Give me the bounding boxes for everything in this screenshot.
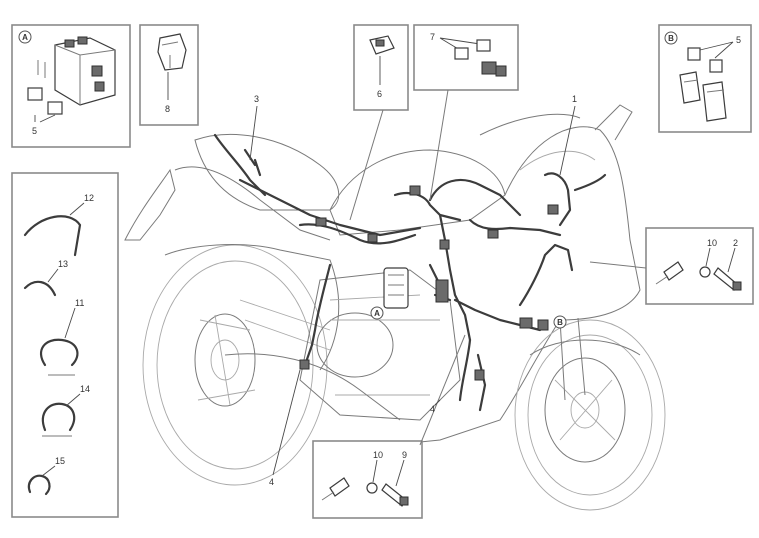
cable-clip-12 xyxy=(23,215,82,257)
front-wheel-outer xyxy=(514,319,666,511)
engine-cover xyxy=(316,312,394,378)
inset-b-badge: B xyxy=(668,34,674,43)
inset-cable-ties: 12 13 11 14 15 xyxy=(11,172,119,518)
callout-15: 15 xyxy=(55,456,65,466)
rear-hub xyxy=(194,313,256,407)
callout-12: 12 xyxy=(84,193,94,203)
callout-1: 1 xyxy=(572,94,577,104)
callout-14: 14 xyxy=(80,384,90,394)
inset-bolt-lower: 10 9 xyxy=(312,440,423,519)
callout-6: 6 xyxy=(377,89,382,99)
front-fairing xyxy=(504,126,641,321)
exhaust xyxy=(224,353,401,421)
inset-part-8: 8 xyxy=(139,24,199,126)
inset-fuse-box: A 5 xyxy=(11,24,131,148)
callout-2: 2 xyxy=(733,238,738,248)
callout-11: 11 xyxy=(75,298,84,308)
tail-light xyxy=(124,168,176,241)
front-fork xyxy=(559,317,586,401)
inset-part-6: 6 xyxy=(353,24,409,111)
zone-marker-b-label: B xyxy=(557,318,563,327)
leader-lines xyxy=(249,89,647,476)
washer-10-lower xyxy=(366,482,378,494)
rear-harness-branch xyxy=(213,133,267,197)
fuse-spare xyxy=(27,87,43,101)
cable-clip-14 xyxy=(41,402,76,432)
zone-marker-a xyxy=(370,306,384,320)
zone-marker-b xyxy=(553,315,567,329)
main-wiring-harness xyxy=(213,133,607,412)
callout-4-right: 4 xyxy=(430,404,435,414)
callout-5-left: 5 xyxy=(32,126,37,136)
washer-10-upper xyxy=(699,266,711,278)
front-fender xyxy=(529,339,641,356)
callout-10-upper: 10 xyxy=(707,238,717,248)
callout-7: 7 xyxy=(430,32,435,42)
callout-4-bottom: 4 xyxy=(269,477,274,487)
relay-8 xyxy=(157,33,187,71)
callout-13: 13 xyxy=(58,259,68,269)
inset-a-badge: A xyxy=(22,33,28,42)
callout-5-right: 5 xyxy=(736,35,741,45)
fuel-tank xyxy=(329,149,506,236)
ecu-module xyxy=(383,267,409,309)
cable-clip-13 xyxy=(23,280,57,297)
relay-block xyxy=(435,279,449,303)
fuse-b1 xyxy=(687,47,701,61)
harness-connector xyxy=(315,217,327,227)
callout-3: 3 xyxy=(254,94,259,104)
callout-10-lower: 10 xyxy=(373,450,383,460)
brake-disc xyxy=(544,357,626,463)
connector-7a xyxy=(454,47,469,60)
callout-8: 8 xyxy=(165,104,170,114)
rear-wheel-outer xyxy=(142,244,328,486)
inset-fuses-b: B 5 xyxy=(658,24,752,133)
seat xyxy=(194,133,340,211)
inset-part-7: 7 xyxy=(413,24,519,91)
mirror xyxy=(594,104,633,141)
cable-clip-11 xyxy=(39,338,79,367)
wire-terminal-lower xyxy=(329,477,350,497)
callout-9: 9 xyxy=(402,450,407,460)
zone-marker-a-label: A xyxy=(374,309,380,318)
lower-fairing xyxy=(389,319,561,446)
fuse-box-housing xyxy=(54,37,116,106)
inset-bolt-upper: 10 2 xyxy=(645,227,754,305)
wire-terminal-upper xyxy=(663,261,684,281)
fuse-holder-b xyxy=(679,71,701,104)
